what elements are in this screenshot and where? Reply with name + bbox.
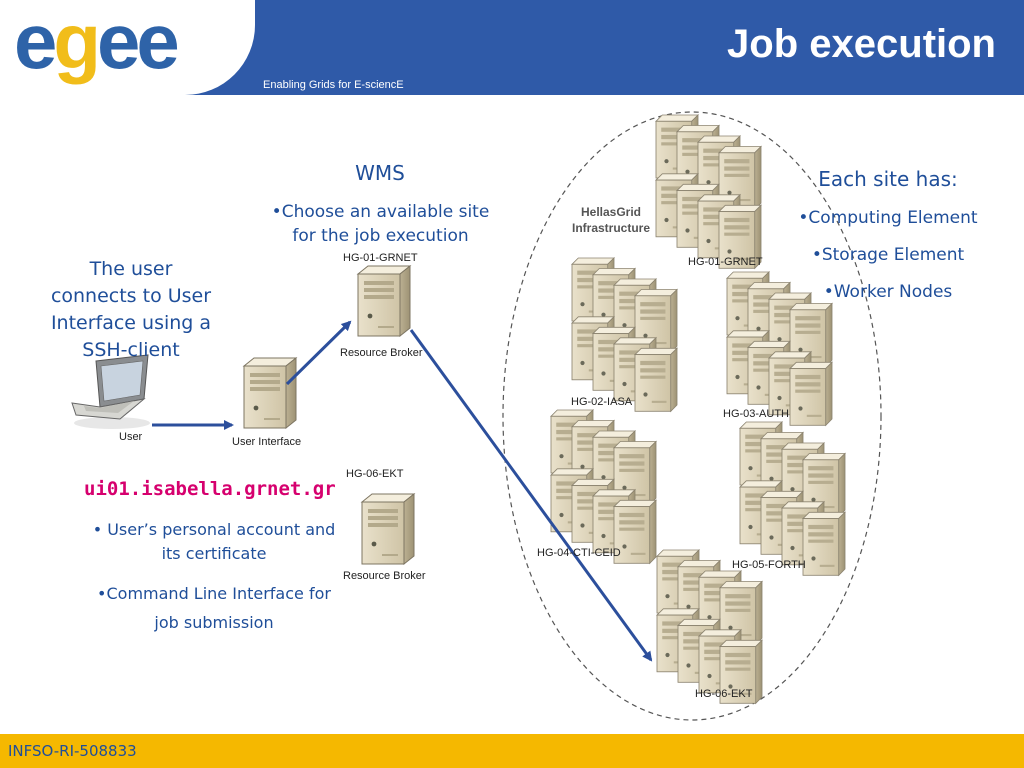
each-site-heading: Each site has: [818, 167, 958, 191]
cluster-label-hg-06: HG-06-EKT [695, 688, 753, 700]
cluster-label-hg-02: HG-02-IASA [571, 396, 633, 408]
each-site-item-3: •Worker Nodes [823, 282, 953, 302]
arrow-ui-to-rb [285, 320, 352, 386]
infra-label: HellasGrid Infrastructure [555, 205, 667, 236]
footer-bar: INFSO-RI-508833 [0, 734, 1024, 768]
resource-broker-1-icon [357, 265, 411, 337]
user-label: User [119, 431, 143, 443]
diagram-canvas [71, 111, 882, 721]
cluster-label-hg-04: HG-04-CTI-CEID [537, 547, 621, 559]
rb1-name-label: Resource Broker [340, 347, 423, 359]
wms-line-1: •Choose an available site [271, 202, 490, 222]
ui-bullet-1-line-1: • User’s personal account and [92, 520, 336, 539]
user-description-line: SSH-client [82, 339, 180, 361]
cluster-label-hg-01: HG-01-GRNET [688, 256, 763, 268]
each-site-item-2: •Storage Element [811, 245, 965, 265]
rb1-site-label: HG-01-GRNET [343, 252, 418, 264]
ui-bullet-2-line-2: job submission [154, 613, 274, 632]
arrow-rb-to-site [409, 329, 653, 662]
wms-line-2: for the job execution [292, 226, 469, 246]
ui-hostname: ui01.isabella.grnet.gr [84, 478, 336, 500]
infra-label-line-1: HellasGrid [580, 205, 642, 219]
user-description-line: connects to User [50, 285, 212, 307]
cluster-hg-02-icon [572, 258, 677, 411]
cluster-hg-04-icon [551, 410, 656, 563]
rb2-site-label: HG-06-EKT [346, 468, 404, 480]
each-site-item-1: •Computing Element [798, 208, 978, 228]
laptop-icon [71, 354, 150, 429]
ui-bullet-1-line-2: its certificate [161, 544, 267, 563]
logo-text: egee [14, 0, 180, 85]
user-description-line: The user [89, 258, 173, 280]
header-bar: egee Enabling Grids for E-sciencE Job ex… [0, 0, 1024, 95]
rb2-name-label: Resource Broker [343, 570, 426, 582]
hellasgrid-boundary [502, 111, 882, 721]
wms-heading: WMS [355, 161, 405, 185]
footer-text: INFSO-RI-508833 [8, 742, 137, 760]
cluster-hg-05-icon [740, 422, 845, 575]
cluster-hg-06-icon [657, 550, 762, 703]
user-interface-server-icon [243, 357, 297, 429]
tagline: Enabling Grids for E-sciencE [263, 79, 404, 91]
resource-broker-2-icon [361, 493, 415, 565]
slide-title: Job execution [727, 22, 996, 66]
user-description-line: Interface using a [50, 312, 212, 334]
infra-label-line-2: Infrastructure [571, 220, 651, 235]
user-description: The user connects to User Interface usin… [30, 256, 232, 364]
cluster-label-hg-03: HG-03-AUTH [723, 408, 790, 420]
cluster-label-hg-05: HG-05-FORTH [732, 559, 806, 571]
cluster-hg-01-icon [656, 115, 761, 268]
egee-logo: egee [0, 0, 255, 95]
user-interface-label: User Interface [232, 436, 302, 448]
ui-bullet-2-line-1: •Command Line Interface for [97, 584, 331, 603]
